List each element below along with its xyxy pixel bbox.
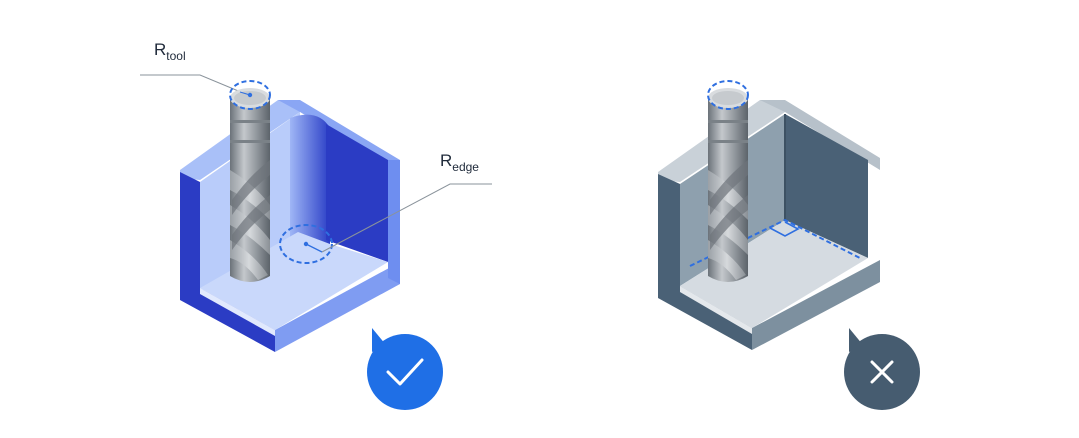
edge-radius-leader	[321, 183, 492, 253]
edge-radius-label: Redge	[440, 151, 479, 174]
pocket-floor	[200, 232, 388, 330]
block-right-outer-wall	[388, 160, 400, 284]
block-left-outer-wall	[180, 172, 275, 352]
block-front-outer-wall	[275, 262, 400, 352]
edge-center-dot	[303, 241, 309, 247]
edge-radius-line	[305, 243, 323, 253]
edge-radius-circle	[279, 224, 333, 264]
bad-pocket-right-inner-wall	[785, 114, 868, 258]
bad-end-mill-tool	[708, 88, 748, 282]
tool-radius-line	[239, 91, 251, 96]
tool-radius-circle	[229, 80, 271, 110]
incorrect-pocket-group	[658, 80, 920, 410]
bad-block-left-outer-wall	[658, 174, 752, 350]
pocket-right-inner-wall	[326, 124, 388, 262]
bad-pocket-floor-edge	[680, 286, 752, 334]
tool-radius-label: Rtool	[154, 40, 186, 63]
pocket-rounded-corner	[290, 114, 330, 247]
check-icon	[386, 358, 424, 386]
bad-pocket-floor	[680, 220, 868, 328]
cross-icon	[870, 360, 894, 384]
sharp-corner-marker	[769, 221, 800, 237]
bad-tool-radius-circle	[707, 80, 749, 110]
tool-radius-leader	[140, 74, 249, 96]
incorrect-badge	[844, 328, 920, 410]
correct-badge	[367, 328, 443, 410]
bad-block-front-outer-wall	[752, 260, 880, 350]
end-mill-tool	[230, 88, 270, 282]
correct-pocket-group: Rtool Redge	[140, 40, 492, 410]
pocket-floor-edge	[200, 288, 275, 336]
